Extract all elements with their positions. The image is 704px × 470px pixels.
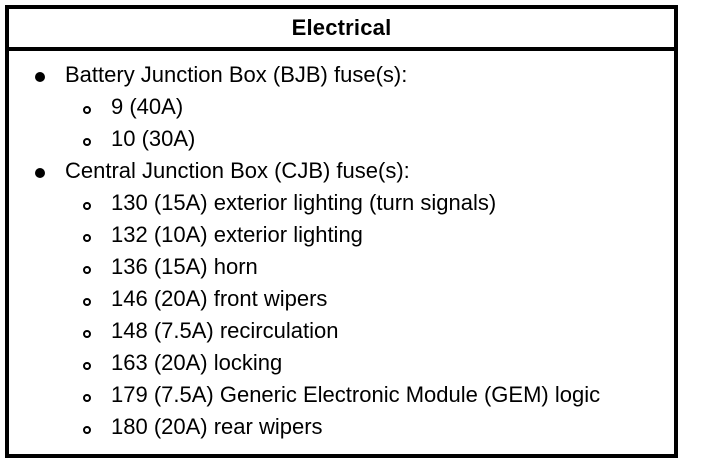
fuse-item-label: 148 (7.5A) recirculation [111,318,339,343]
list-item: 132 (10A) exterior lighting [9,219,674,251]
fuse-group-bjb: Battery Junction Box (BJB) fuse(s): 9 (4… [9,59,674,155]
hollow-circle-bullet-icon [83,202,99,210]
fuse-group-header: Battery Junction Box (BJB) fuse(s): [9,59,674,91]
hollow-circle-bullet-icon [83,138,99,146]
list-item: 180 (20A) rear wipers [9,411,674,443]
hollow-circle-bullet-icon [83,362,99,370]
hollow-circle-bullet-icon [83,234,99,242]
list-item: 136 (15A) horn [9,251,674,283]
hollow-circle-bullet-icon [83,394,99,402]
fuse-item-label: 130 (15A) exterior lighting (turn signal… [111,190,497,215]
fuse-item-label: 10 (30A) [111,126,196,151]
filled-disc-bullet-icon [35,168,53,178]
fuse-group-header: Central Junction Box (CJB) fuse(s): [9,155,674,187]
list-item: 130 (15A) exterior lighting (turn signal… [9,187,674,219]
list-item: 10 (30A) [9,123,674,155]
fuse-group-cjb: Central Junction Box (CJB) fuse(s): 130 … [9,155,674,443]
page-title: Electrical [291,15,392,40]
fuse-item-list: 130 (15A) exterior lighting (turn signal… [9,187,674,443]
panel-body: Battery Junction Box (BJB) fuse(s): 9 (4… [9,51,674,443]
hollow-circle-bullet-icon [83,106,99,114]
fuse-item-label: 163 (20A) locking [111,350,283,375]
fuse-item-label: 9 (40A) [111,94,184,119]
panel-header: Electrical [9,9,674,51]
list-item: 9 (40A) [9,91,674,123]
fuse-item-label: 180 (20A) rear wipers [111,414,323,439]
fuse-item-label: 146 (20A) front wipers [111,286,328,311]
electrical-fuse-panel: Electrical Battery Junction Box (BJB) fu… [5,5,678,458]
hollow-circle-bullet-icon [83,298,99,306]
hollow-circle-bullet-icon [83,330,99,338]
list-item: 148 (7.5A) recirculation [9,315,674,347]
list-item: 146 (20A) front wipers [9,283,674,315]
fuse-item-label: 136 (15A) horn [111,254,258,279]
hollow-circle-bullet-icon [83,426,99,434]
fuse-group-label: Battery Junction Box (BJB) fuse(s): [65,62,408,87]
list-item: 163 (20A) locking [9,347,674,379]
hollow-circle-bullet-icon [83,266,99,274]
fuse-item-list: 9 (40A) 10 (30A) [9,91,674,155]
fuse-item-label: 179 (7.5A) Generic Electronic Module (GE… [111,382,601,407]
list-item: 179 (7.5A) Generic Electronic Module (GE… [9,379,674,411]
fuse-group-list: Battery Junction Box (BJB) fuse(s): 9 (4… [9,59,674,443]
fuse-item-label: 132 (10A) exterior lighting [111,222,363,247]
filled-disc-bullet-icon [35,72,53,82]
fuse-group-label: Central Junction Box (CJB) fuse(s): [65,158,410,183]
